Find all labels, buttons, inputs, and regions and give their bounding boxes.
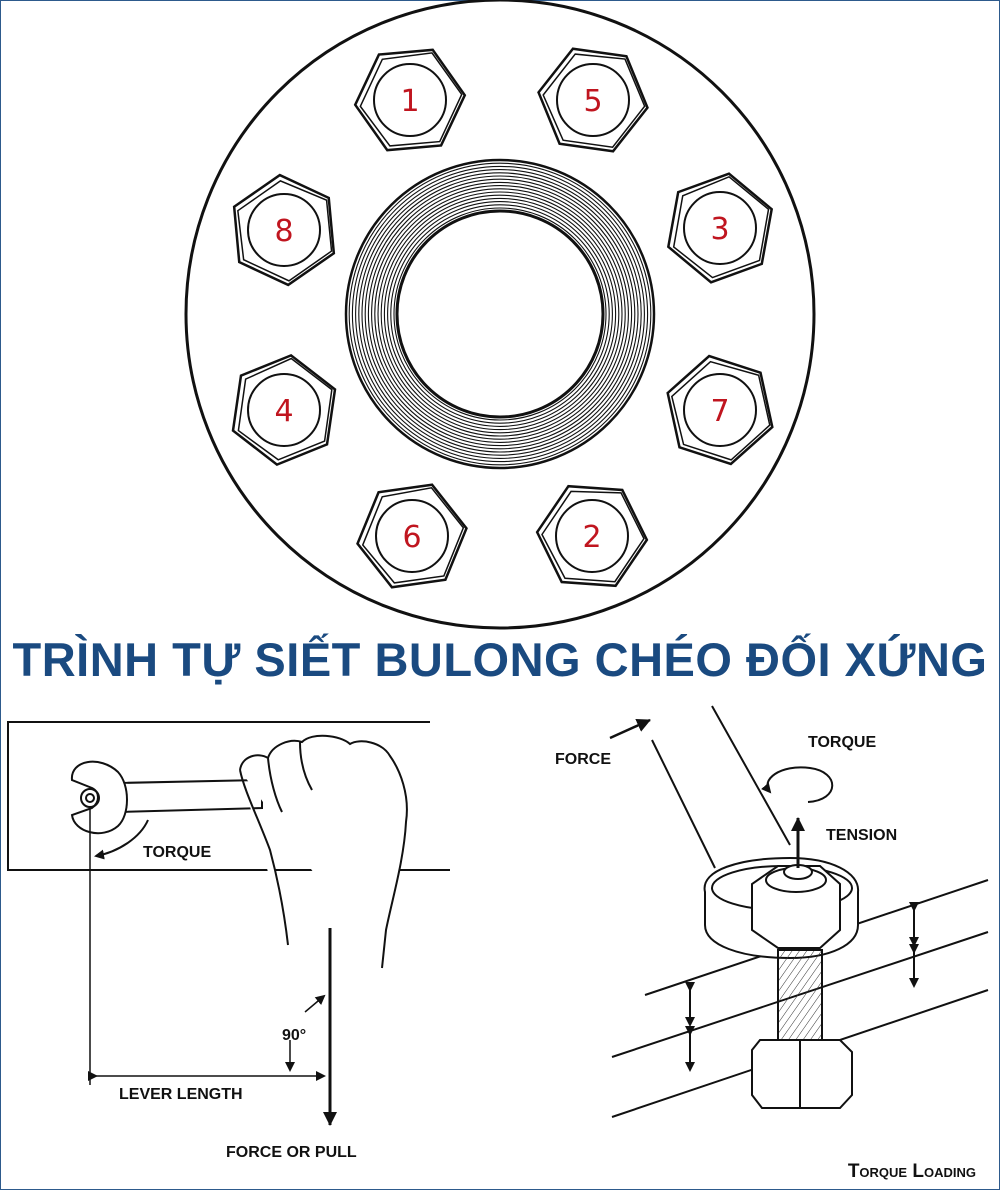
wrench-handle [117, 778, 263, 813]
bolt-number: 4 [274, 394, 293, 429]
torque-arrow [94, 819, 149, 860]
bolt-number: 2 [582, 520, 601, 555]
gasket-ring [377, 191, 623, 437]
force-or-pull-label: FORCE OR PULL [226, 1144, 357, 1161]
bolt-number: 6 [402, 520, 421, 555]
gasket-ring [393, 207, 607, 421]
gasket-ring [380, 194, 620, 434]
bolt-4: 4 [231, 353, 337, 467]
bolt-loading-diagram [609, 705, 989, 1118]
gasket-ring [374, 188, 626, 440]
wrench-diagram [7, 721, 450, 1126]
gasket-rings [344, 158, 656, 470]
bolt-head-small [80, 788, 100, 808]
tension-label: TENSION [826, 827, 897, 844]
gasket-ring [364, 178, 636, 450]
bolt-6: 6 [356, 483, 468, 589]
lever-length-label: LEVER LENGTH [119, 1086, 243, 1103]
force-label: FORCE [555, 751, 611, 768]
bolt-number: 3 [710, 212, 729, 247]
gasket-ring [361, 175, 639, 453]
torque-rotation-arrow [761, 766, 834, 803]
flange [184, 0, 816, 630]
gasket-ring [355, 169, 645, 459]
plate-outline [7, 721, 450, 871]
gasket-ring [344, 158, 656, 470]
angle-label: 90° [282, 1027, 306, 1044]
gasket-ring [383, 197, 617, 431]
bolt-5: 5 [537, 47, 649, 153]
torque-label: TORQUE [808, 734, 876, 751]
bolt-2: 2 [535, 484, 649, 588]
flange-bore [395, 209, 605, 419]
wrench-arm [651, 705, 791, 869]
bolt-1: 1 [353, 48, 467, 152]
gasket-ring [351, 165, 649, 463]
gasket-ring [348, 162, 652, 466]
gasket-ring [371, 185, 629, 443]
gasket-ring [387, 201, 613, 427]
caption-torque-loading: Torque Loading [848, 1161, 976, 1182]
bolt-number: 5 [583, 84, 602, 119]
force-arrow [609, 718, 651, 740]
hand [239, 734, 408, 969]
bolt-8: 8 [232, 173, 336, 287]
page-title: TRÌNH TỰ SIẾT BULONG CHÉO ĐỐI XỨNG [12, 633, 988, 686]
bolt-number: 1 [400, 84, 419, 119]
bolt-number: 7 [710, 394, 729, 429]
bolt-3: 3 [666, 172, 774, 284]
gasket-ring [358, 172, 642, 456]
gasket-ring [367, 181, 633, 447]
bolt-head-bottom [751, 1039, 853, 1109]
torque-label: TORQUE [143, 844, 211, 861]
gasket-ring [390, 204, 610, 424]
bolt-number: 8 [274, 214, 293, 249]
bolt-7: 7 [666, 354, 774, 466]
bolt-shank [777, 949, 823, 1051]
